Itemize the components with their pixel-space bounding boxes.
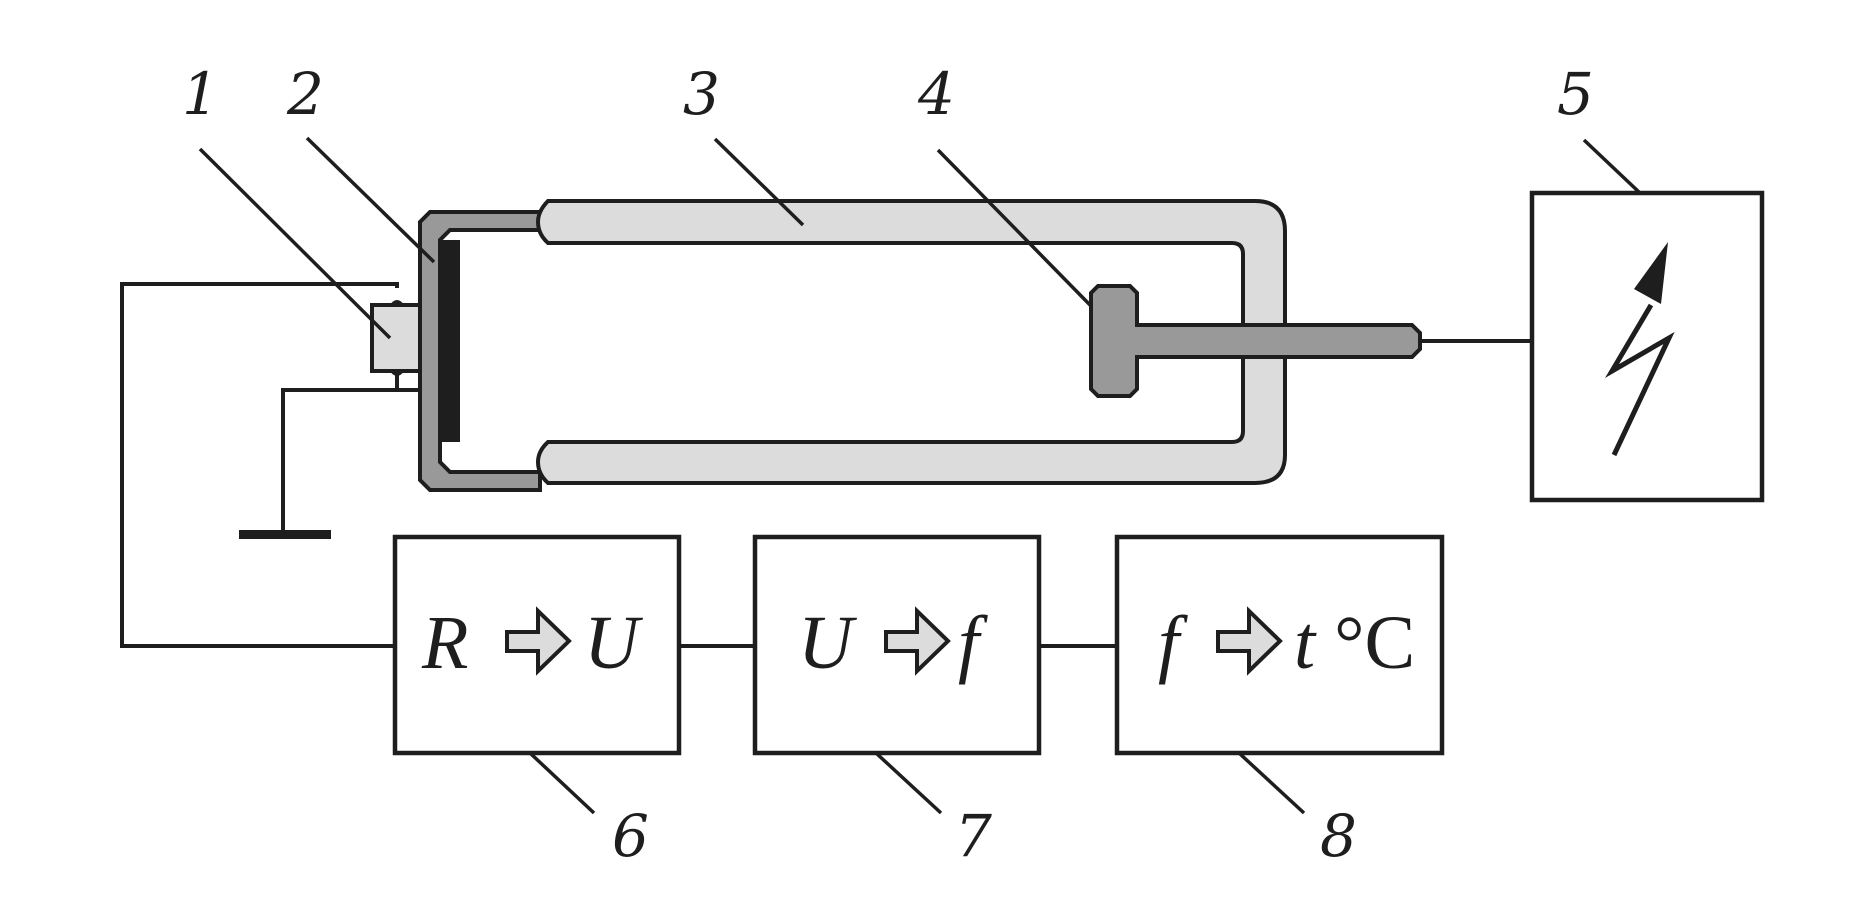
callout-label-4: 4	[917, 60, 955, 128]
tube	[535, 199, 1287, 485]
callout-label-5: 5	[1557, 60, 1594, 128]
electrode	[1089, 284, 1422, 398]
callout-label-3: 3	[683, 60, 720, 128]
signal-wire-sensor-to-block6	[120, 282, 399, 648]
callout-leader-1	[198, 147, 392, 340]
callout-leader-4	[936, 148, 1093, 308]
callout-leader-5	[1582, 138, 1642, 195]
hollow-right-arrow-icon	[1216, 606, 1283, 676]
callout-label-2: 2	[286, 60, 324, 128]
hollow-right-arrow-icon	[505, 606, 572, 676]
plate	[440, 240, 460, 442]
callout-leader-3	[713, 137, 805, 227]
callout-leader-7	[874, 751, 943, 815]
callout-label-8: 8	[1320, 802, 1357, 870]
callout-label-1: 1	[182, 60, 219, 128]
block8-output: t °C	[1294, 601, 1415, 685]
sensor	[370, 303, 422, 373]
block6-input: R	[421, 601, 468, 685]
block6-output: U	[584, 601, 643, 685]
hollow-right-arrow-icon	[884, 606, 951, 676]
callout-label-7: 7	[955, 802, 992, 870]
callout-label-6: 6	[612, 802, 649, 870]
ground-wire	[281, 388, 420, 534]
callout-leader-8	[1237, 751, 1306, 815]
power-supply-box	[1529, 190, 1765, 503]
block7-input: U	[798, 601, 857, 685]
lightning-arrow-icon	[1604, 242, 1675, 457]
callout-leader-2	[305, 136, 436, 264]
ground-icon	[239, 530, 331, 539]
callout-leader-6	[528, 751, 596, 815]
tube-holder	[418, 210, 542, 492]
